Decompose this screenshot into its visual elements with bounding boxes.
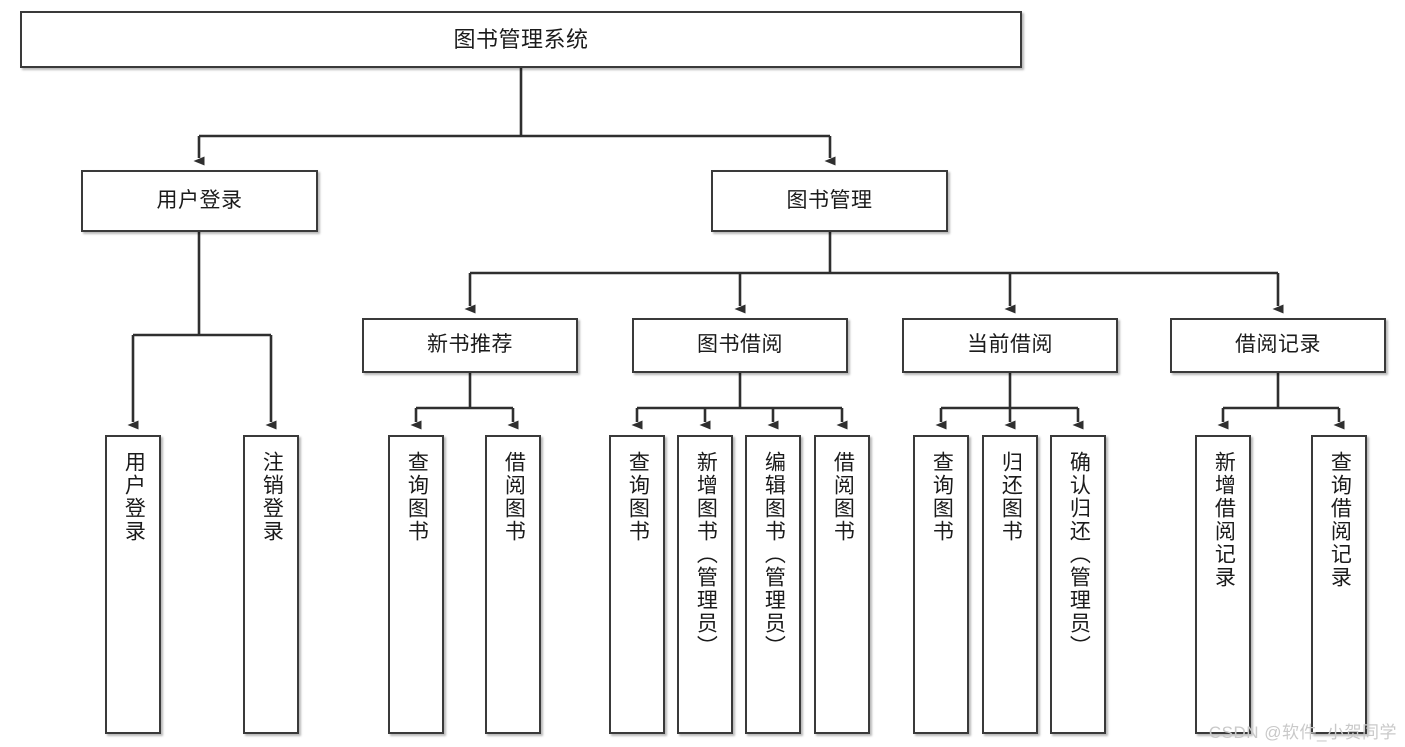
watermark: CSDN @软件_小贺同学 [1208,723,1397,742]
leaf-label: 编辑图书（管理员） [762,451,786,658]
node-book-management[interactable]: 图书管理 [711,170,948,232]
leaf-borrow-borrow-book[interactable]: 借阅图书 [814,435,870,734]
leaf-label: 查询图书 [930,451,954,543]
node-user-login-label: 用户登录 [156,188,243,212]
leaf-recommend-borrow-book[interactable]: 借阅图书 [485,435,541,734]
node-book-management-label: 图书管理 [786,188,873,212]
node-new-book-recommend[interactable]: 新书推荐 [362,318,578,373]
leaf-label: 用户登录 [122,451,146,543]
leaf-user-login-login[interactable]: 用户登录 [105,435,161,734]
leaf-label: 查询图书 [626,451,650,543]
leaf-borrow-edit-book[interactable]: 编辑图书（管理员） [745,435,801,734]
leaf-user-login-logout[interactable]: 注销登录 [243,435,299,734]
leaf-label: 新增借阅记录 [1212,451,1236,589]
leaf-label: 查询借阅记录 [1328,451,1352,589]
leaf-label: 新增图书（管理员） [694,451,718,658]
leaf-current-query-book[interactable]: 查询图书 [913,435,969,734]
leaf-borrow-add-book[interactable]: 新增图书（管理员） [677,435,733,734]
node-root[interactable]: 图书管理系统 [20,11,1022,68]
node-borrow-record-label: 借阅记录 [1235,333,1321,357]
leaf-label: 确认归还（管理员） [1067,451,1091,658]
node-root-label: 图书管理系统 [453,26,589,52]
leaf-current-return-book[interactable]: 归还图书 [982,435,1038,734]
leaf-record-add-record[interactable]: 新增借阅记录 [1195,435,1251,734]
leaf-current-confirm-return[interactable]: 确认归还（管理员） [1050,435,1106,734]
node-borrow-record[interactable]: 借阅记录 [1170,318,1386,373]
node-book-borrow-label: 图书借阅 [697,333,783,357]
node-current-borrow[interactable]: 当前借阅 [902,318,1118,373]
leaf-label: 归还图书 [999,451,1023,543]
leaf-record-query-record[interactable]: 查询借阅记录 [1311,435,1367,734]
node-user-login[interactable]: 用户登录 [81,170,318,232]
leaf-recommend-query-book[interactable]: 查询图书 [388,435,444,734]
leaf-label: 注销登录 [260,451,284,543]
node-new-book-recommend-label: 新书推荐 [427,333,513,357]
leaf-label: 借阅图书 [831,451,855,543]
node-current-borrow-label: 当前借阅 [967,333,1053,357]
leaf-label: 借阅图书 [502,451,526,543]
leaf-label: 查询图书 [405,451,429,543]
leaf-borrow-query-book[interactable]: 查询图书 [609,435,665,734]
node-book-borrow[interactable]: 图书借阅 [632,318,848,373]
